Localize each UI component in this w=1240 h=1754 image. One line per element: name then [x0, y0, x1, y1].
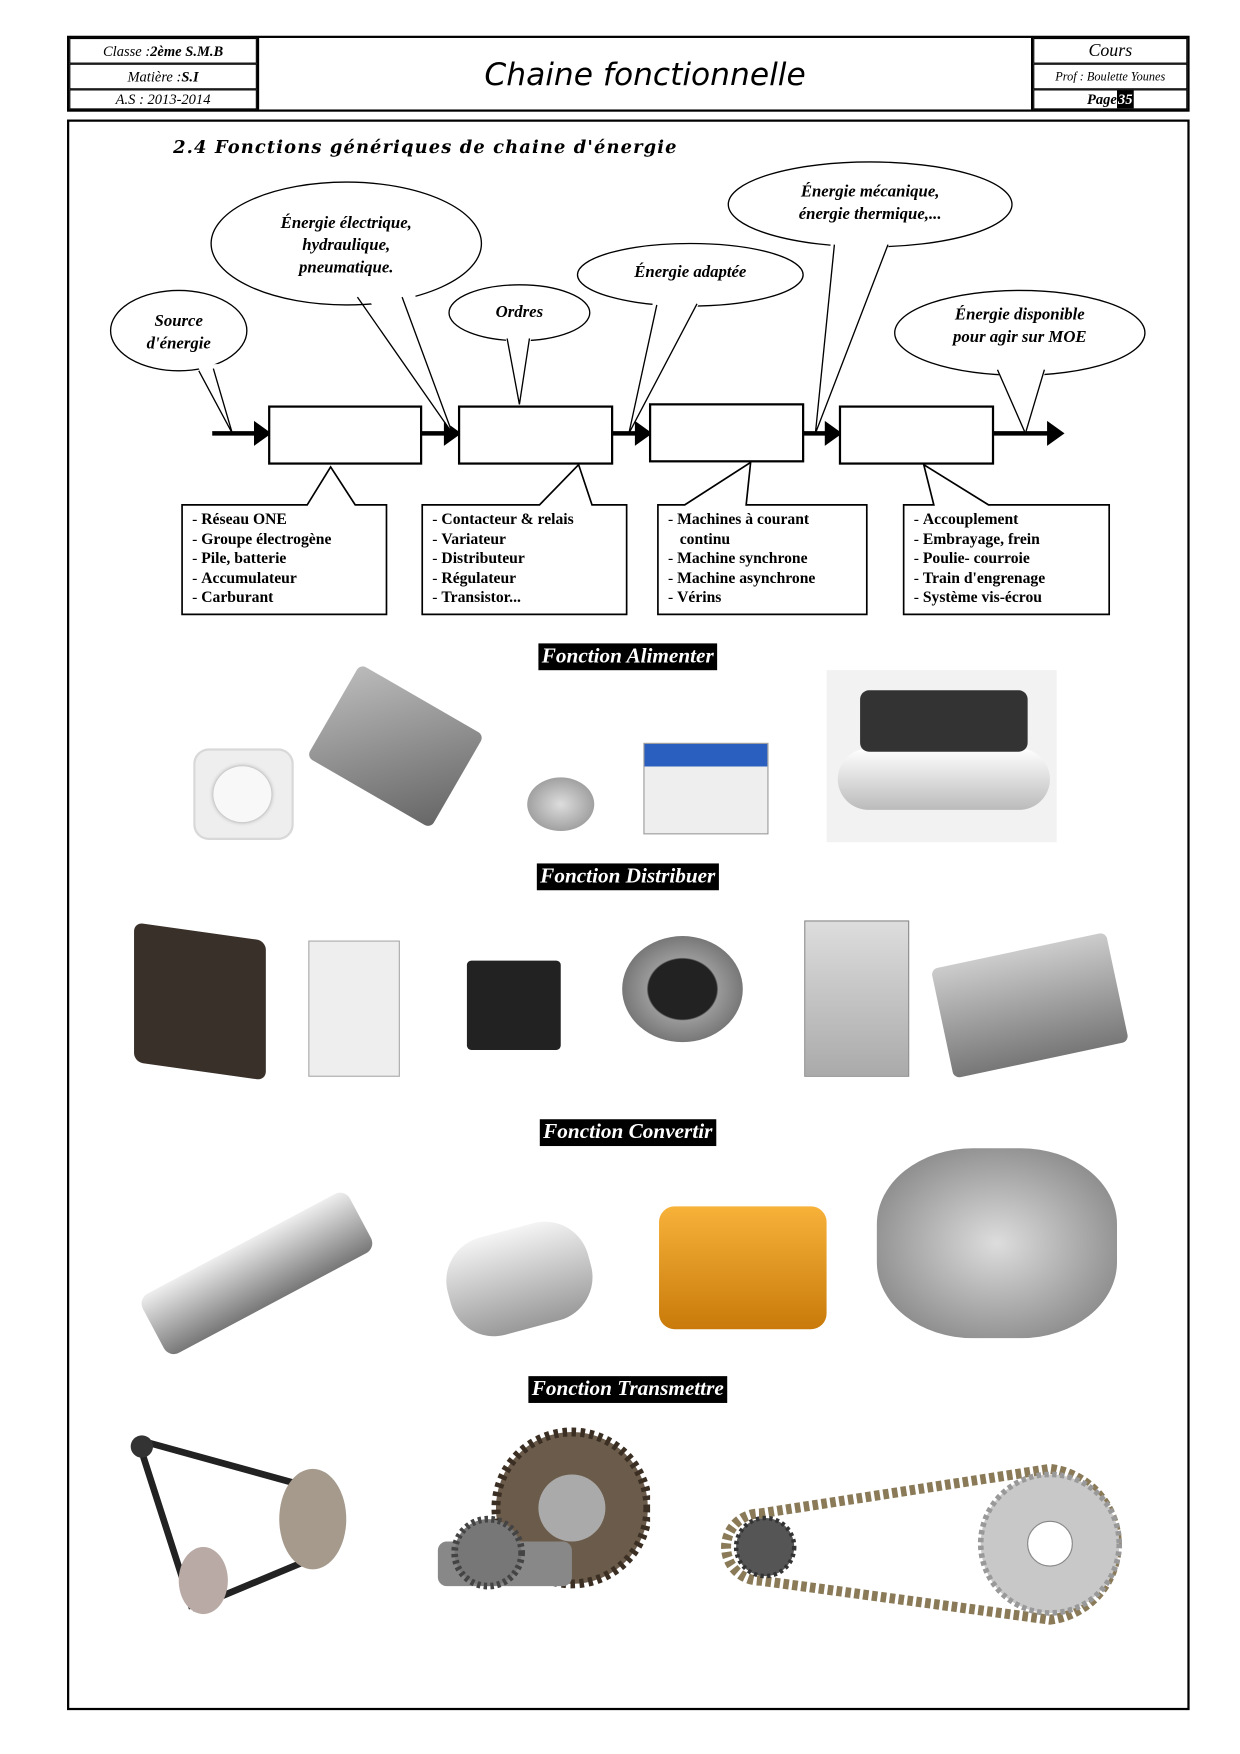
list-item: Régulateur: [432, 569, 573, 589]
list-convertir: Machines à courantcontinuMachine synchro…: [668, 510, 815, 608]
energy-chain-diagram: Source d'énergie Énergie électrique, hyd…: [109, 161, 1146, 616]
list-distribuer: Contacteur & relaisVariateurDistributeur…: [432, 510, 573, 608]
heading-fonction-transmettre: Fonction Transmettre: [528, 1376, 728, 1403]
list-item: Pile, batterie: [192, 550, 331, 570]
bubble-text: pneumatique.: [297, 258, 393, 277]
list-item: Embrayage, frein: [914, 530, 1045, 550]
block-convertir: [648, 403, 805, 463]
list-item: Machine synchrone: [668, 550, 815, 570]
bubble-adaptee: Énergie adaptée: [576, 242, 804, 434]
list-item: Machine asynchrone: [668, 569, 815, 589]
bubble-text: énergie thermique,...: [799, 204, 942, 223]
variable-drive-image: [804, 920, 910, 1077]
list-item: Réseau ONE: [192, 510, 331, 530]
list-item: Accumulateur: [192, 569, 331, 589]
annee-cell: A.S : 2013-2014: [69, 89, 257, 110]
rocker-switch-image: [134, 922, 266, 1081]
contactor-image: [308, 940, 400, 1077]
car-battery-image: [643, 742, 769, 835]
bubble-text: Source: [155, 311, 204, 330]
bubble-ordres: Ordres: [448, 284, 591, 405]
classe-label: Classe :: [102, 41, 151, 59]
block-transmettre: [838, 405, 995, 465]
page-title: Chaine fonctionnelle: [256, 37, 1034, 110]
list-item: Variateur: [432, 530, 573, 550]
list-item: Transistor...: [432, 589, 573, 609]
arrow-icon: [634, 420, 653, 446]
page-number: 35: [1116, 90, 1134, 109]
classe-cell: Classe : 2ème S.M.B: [69, 37, 257, 64]
bubble-text: Énergie disponible: [954, 304, 1085, 323]
combustion-engine-image: [876, 1148, 1117, 1339]
potentiometer-image: [622, 936, 743, 1043]
list-alimenter: Réseau ONEGroupe électrogènePile, batter…: [192, 510, 331, 608]
bubble-text: Énergie adaptée: [633, 262, 747, 281]
list-item: Distributeur: [432, 550, 573, 570]
matiere-label: Matière :: [127, 67, 182, 85]
type-cell: Cours: [1033, 37, 1188, 64]
list-item: Groupe électrogène: [192, 530, 331, 550]
arrow-icon: [824, 420, 843, 446]
asynchronous-motor-image: [659, 1206, 827, 1330]
list-item: Contacteur & relais: [432, 510, 573, 530]
prof-cell: Prof : Boulette Younes: [1033, 63, 1188, 90]
gear-train-image: [437, 1427, 651, 1590]
bubble-text: d'énergie: [147, 334, 212, 353]
bubble-electrique: Énergie électrique, hydraulique, pneumat…: [210, 181, 483, 434]
matiere-cell: Matière : S.I: [69, 63, 257, 90]
relay-image: [466, 960, 561, 1050]
arrow-icon: [254, 420, 272, 446]
heading-fonction-distribuer: Fonction Distribuer: [536, 863, 719, 891]
list-item: Poulie- courroie: [914, 550, 1045, 570]
block-alimenter: [268, 405, 423, 465]
heading-fonction-convertir: Fonction Convertir: [539, 1119, 716, 1147]
matiere-value: S.I: [181, 67, 199, 85]
bubble-text: hydraulique,: [302, 235, 390, 254]
list-item: Accouplement: [914, 510, 1045, 530]
coin-cell-image: [527, 777, 595, 832]
list-transmettre: AccouplementEmbrayage, freinPoulie- cour…: [914, 510, 1045, 608]
bubble-text: Ordres: [496, 302, 543, 321]
chain-sprocket-image: [721, 1463, 1123, 1625]
page-label: Page: [1086, 90, 1117, 108]
block-distribuer: [457, 405, 614, 465]
page-cell: Page 35: [1033, 89, 1188, 110]
header: Classe : 2ème S.M.B Matière : S.I A.S : …: [67, 35, 1190, 112]
bubble-text: Énergie mécanique,: [800, 182, 940, 201]
belt-pulley-image: [130, 1435, 347, 1615]
heading-fonction-alimenter: Fonction Alimenter: [538, 643, 718, 671]
power-socket-image: [193, 748, 294, 840]
list-item: Carburant: [192, 589, 331, 609]
bubble-text: Énergie électrique,: [280, 213, 412, 232]
content-frame: [67, 119, 1190, 1711]
bubble-source: Source d'énergie: [109, 289, 248, 434]
list-item: Machines à courant: [668, 510, 815, 530]
list-item: Train d'engrenage: [914, 569, 1045, 589]
list-item: continu: [679, 531, 731, 548]
section-title: 2.4 Fonctions génériques de chaine d'éne…: [173, 136, 678, 158]
list-item: Vérins: [668, 589, 815, 609]
arrow-icon: [1047, 420, 1065, 446]
bubble-mecanique: Énergie mécanique, énergie thermique,...: [727, 161, 1013, 434]
air-compressor-image: [826, 670, 1057, 843]
classe-value: 2ème S.M.B: [150, 41, 224, 59]
bubble-disponible: Énergie disponible pour agir sur MOE: [894, 289, 1146, 436]
bubble-text: pour agir sur MOE: [951, 327, 1087, 346]
list-item: Système vis-écrou: [914, 589, 1045, 609]
